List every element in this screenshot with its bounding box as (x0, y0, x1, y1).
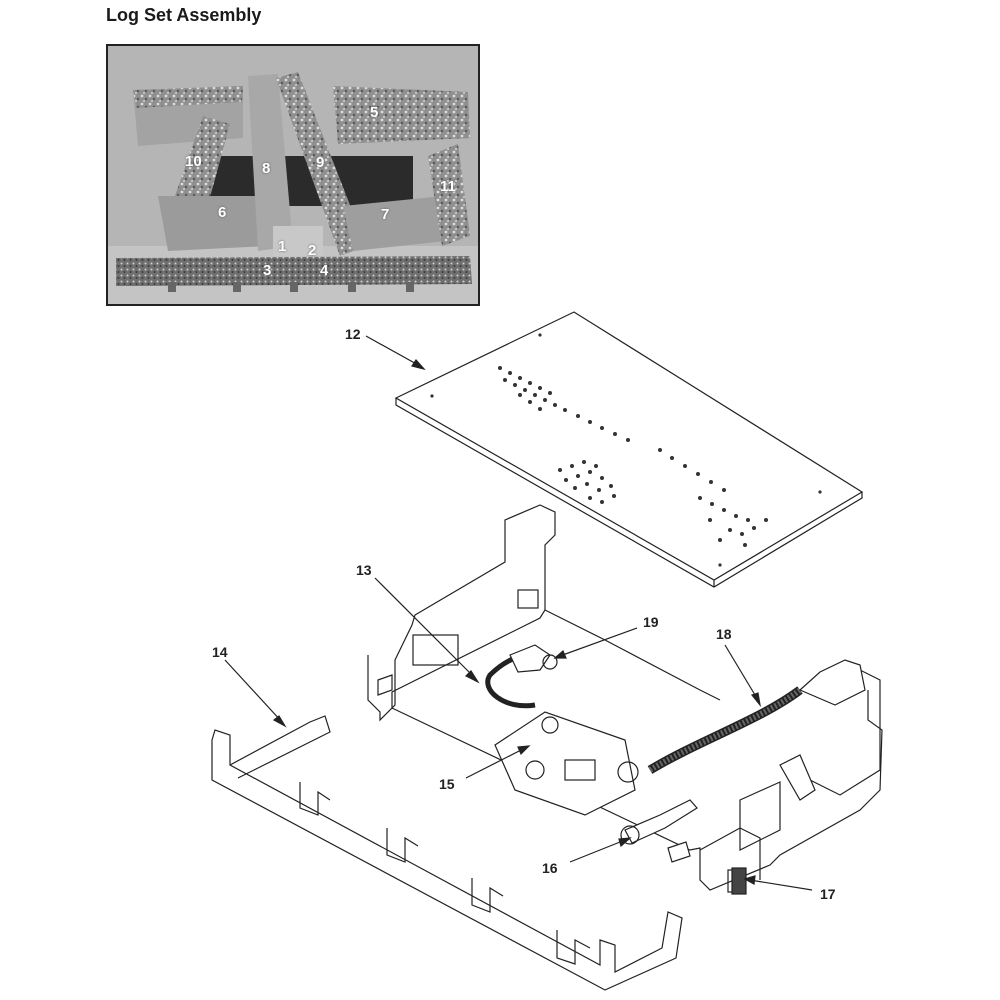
photo-label-1: 1 (278, 238, 287, 255)
callout-15: 15 (439, 776, 455, 792)
flex-line-part-18 (647, 659, 866, 774)
photo-label-2: 2 (308, 242, 317, 259)
callout-14: 14 (212, 644, 228, 660)
valve-part-15 (494, 711, 639, 816)
callout-17: 17 (820, 886, 836, 902)
callout-13: 13 (356, 562, 372, 578)
log-set-illustration (108, 46, 478, 304)
burner-plate-part-12 (394, 311, 864, 588)
pilot-part-16 (620, 799, 698, 845)
photo-label-9: 9 (316, 154, 325, 171)
fitting-part-19 (485, 644, 558, 709)
photo-label-11: 11 (440, 178, 456, 195)
burner-frame-part-13 (367, 504, 883, 893)
grate-part-14 (211, 715, 683, 991)
photo-label-7: 7 (381, 206, 390, 223)
callout-12: 12 (345, 326, 361, 342)
callout-18: 18 (716, 626, 732, 642)
photo-label-3: 3 (263, 262, 272, 279)
photo-label-8: 8 (262, 160, 271, 177)
photo-label-4: 4 (320, 262, 329, 279)
log-set-photo: 1 2 3 4 5 6 7 8 9 10 11 (106, 44, 480, 306)
photo-label-5: 5 (370, 104, 379, 121)
photo-label-10: 10 (185, 153, 202, 170)
switch-part-17 (731, 867, 747, 895)
photo-label-6: 6 (218, 204, 227, 221)
callout-16: 16 (542, 860, 558, 876)
page-title: Log Set Assembly (106, 5, 262, 25)
burner-plate-ports (430, 333, 822, 567)
callout-19: 19 (643, 614, 659, 630)
